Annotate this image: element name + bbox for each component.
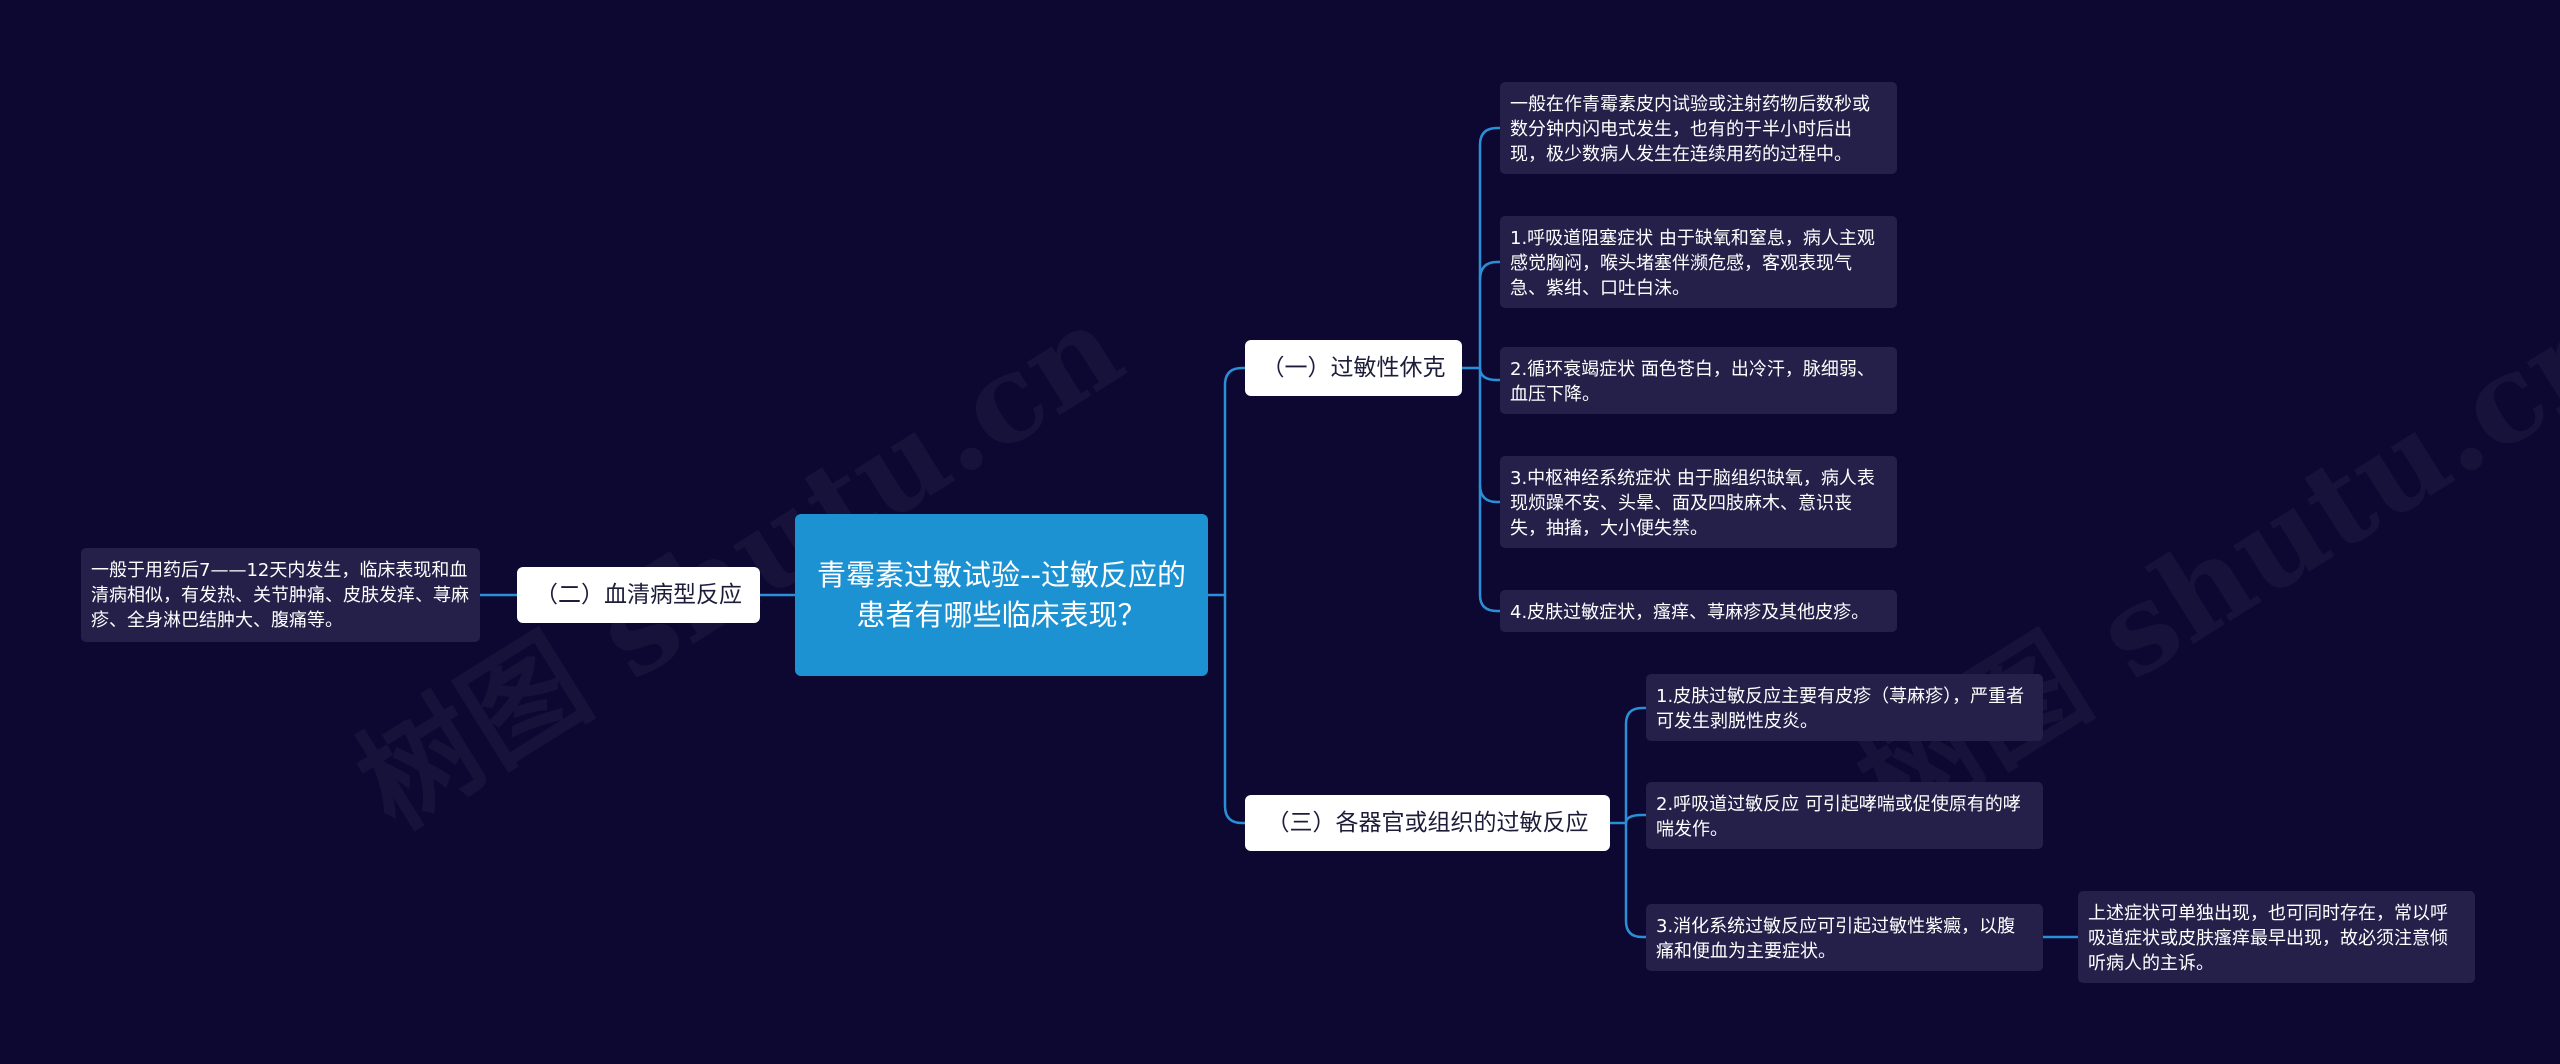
leaf-digestive-reaction[interactable]: 3.消化系统过敏反应可引起过敏性紫癜，以腹痛和便血为主要症状。 xyxy=(1646,904,2043,971)
leaf-respiratory-obstruction[interactable]: 1.呼吸道阻塞症状 由于缺氧和窒息，病人主观感觉胸闷，喉头堵塞伴濒危感，客观表现… xyxy=(1500,216,1897,308)
link-branch1-to-leaves xyxy=(1462,126,1500,370)
leaf-skin-allergy-symptoms[interactable]: 4.皮肤过敏症状，瘙痒、荨麻疹及其他皮疹。 xyxy=(1500,590,1897,632)
branch-anaphylactic-shock[interactable]: （一）过敏性休克 xyxy=(1245,340,1462,396)
link-branch3-to-leaves xyxy=(1610,706,1646,825)
root-topic[interactable]: 青霉素过敏试验--过敏反应的患者有哪些临床表现？ xyxy=(795,514,1208,676)
leaf-text: 4.皮肤过敏症状，瘙痒、荨麻疹及其他皮疹。 xyxy=(1510,602,1870,623)
leaf-text: 1.皮肤过敏反应主要有皮疹（荨麻疹），严重者可发生剥脱性皮炎。 xyxy=(1656,686,2025,732)
leaf-serum-sickness-detail[interactable]: 一般于用药后7——12天内发生，临床表现和血清病相似，有发热、关节肿痛、皮肤发痒… xyxy=(81,548,480,642)
link-root-to-branch1 xyxy=(1208,366,1245,597)
leaf-respiratory-reaction[interactable]: 2.呼吸道过敏反应 可引起哮喘或促使原有的哮喘发作。 xyxy=(1646,782,2043,849)
root-topic-label: 青霉素过敏试验--过敏反应的患者有哪些临床表现？ xyxy=(817,558,1186,632)
leaf-circulatory-failure[interactable]: 2.循环衰竭症状 面色苍白，出冷汗，脉细弱、血压下降。 xyxy=(1500,347,1897,414)
link-root-to-branch3 xyxy=(1223,595,1245,825)
leaf-text: 3.消化系统过敏反应可引起过敏性紫癜，以腹痛和便血为主要症状。 xyxy=(1656,916,2016,962)
leaf-text: 一般在作青霉素皮内试验或注射药物后数秒或数分钟内闪电式发生，也有的于半小时后出现… xyxy=(1510,94,1870,165)
leaf-text: 2.循环衰竭症状 面色苍白，出冷汗，脉细弱、血压下降。 xyxy=(1510,359,1875,405)
leaf-text: 2.呼吸道过敏反应 可引起哮喘或促使原有的哮喘发作。 xyxy=(1656,794,2021,840)
leaf-skin-reaction[interactable]: 1.皮肤过敏反应主要有皮疹（荨麻疹），严重者可发生剥脱性皮炎。 xyxy=(1646,674,2043,741)
leaf-text: 上述症状可单独出现，也可同时存在，常以呼吸道症状或皮肤瘙痒最早出现，故必须注意倾… xyxy=(2088,903,2448,974)
leaf-shock-onset[interactable]: 一般在作青霉素皮内试验或注射药物后数秒或数分钟内闪电式发生，也有的于半小时后出现… xyxy=(1500,82,1897,174)
leaf-cns-symptoms[interactable]: 3.中枢神经系统症状 由于脑组织缺氧，病人表现烦躁不安、头晕、面及四肢麻木、意识… xyxy=(1500,456,1897,548)
branch-label: （三）各器官或组织的过敏反应 xyxy=(1266,810,1589,836)
leaf-text: 1.呼吸道阻塞症状 由于缺氧和窒息，病人主观感觉胸闷，喉头堵塞伴濒危感，客观表现… xyxy=(1510,228,1875,299)
leaf-note-early-symptoms[interactable]: 上述症状可单独出现，也可同时存在，常以呼吸道症状或皮肤瘙痒最早出现，故必须注意倾… xyxy=(2078,891,2475,983)
branch-label: （一）过敏性休克 xyxy=(1261,355,1446,381)
leaf-text: 一般于用药后7——12天内发生，临床表现和血清病相似，有发热、关节肿痛、皮肤发痒… xyxy=(91,560,469,631)
branch-organ-reactions[interactable]: （三）各器官或组织的过敏反应 xyxy=(1245,795,1610,851)
branch-serum-sickness[interactable]: （二）血清病型反应 xyxy=(517,567,760,623)
leaf-text: 3.中枢神经系统症状 由于脑组织缺氧，病人表现烦躁不安、头晕、面及四肢麻木、意识… xyxy=(1510,468,1875,539)
branch-label: （二）血清病型反应 xyxy=(535,582,742,608)
